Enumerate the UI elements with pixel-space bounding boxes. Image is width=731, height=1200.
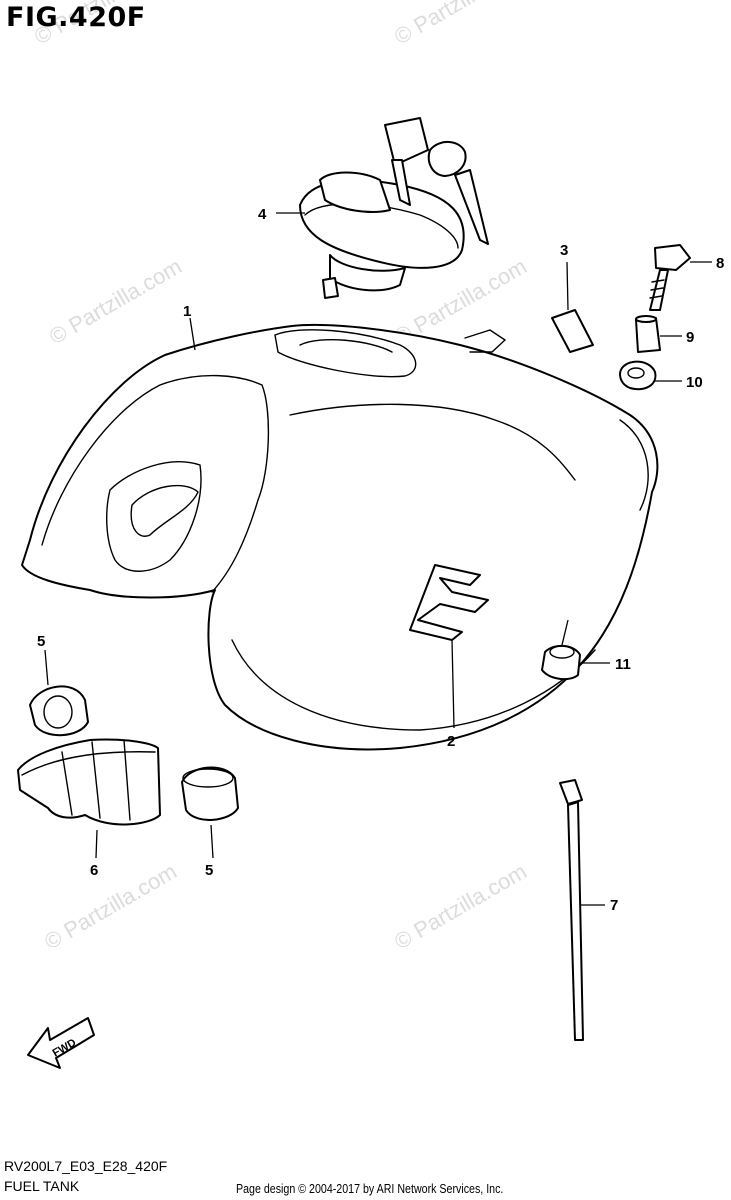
callout-9: 9 — [686, 329, 694, 346]
callout-1: 1 — [183, 303, 191, 320]
figure-title: FIG.420F — [6, 2, 146, 33]
fuel-cap-part[interactable] — [299, 117, 489, 299]
watermark: © Partzilla.com — [390, 859, 531, 955]
callout-8: 8 — [716, 255, 724, 272]
callout-7: 7 — [610, 897, 618, 914]
leader-lines — [44, 212, 712, 906]
plate-part[interactable] — [551, 309, 594, 353]
callout-3: 3 — [560, 242, 568, 259]
callout-6: 6 — [90, 862, 98, 879]
cushion-part-5-lower[interactable] — [181, 766, 239, 821]
callouts: 1 2 3 4 5 5 6 7 8 9 10 11 — [37, 206, 724, 914]
watermark: © Partzilla.com — [45, 254, 186, 350]
diagram-name: FUEL TANK — [4, 1178, 80, 1194]
cushion-part-5-upper[interactable] — [29, 685, 89, 737]
grommet-part[interactable] — [619, 360, 657, 391]
callout-11: 11 — [615, 656, 631, 673]
watermark: © Partzilla.com — [390, 0, 531, 49]
callout-10: 10 — [686, 374, 703, 391]
fwd-arrow-icon: FWD — [27, 1017, 95, 1069]
callout-4: 4 — [258, 206, 267, 223]
callout-5-lower: 5 — [205, 862, 213, 879]
cushion-part[interactable] — [541, 644, 581, 681]
callout-5-upper: 5 — [37, 633, 45, 650]
copyright-text: Page design © 2004-2017 by ARI Network S… — [236, 1181, 504, 1196]
cable-tie-part[interactable] — [559, 779, 584, 1041]
bolt-part[interactable] — [649, 244, 691, 311]
fuel-tank-part[interactable] — [21, 324, 659, 751]
diagram-code: RV200L7_E03_E28_420F — [4, 1158, 168, 1174]
callout-2: 2 — [447, 733, 455, 750]
collar-part[interactable] — [635, 315, 661, 353]
rubber-cushion-part[interactable] — [17, 738, 161, 826]
watermark: © Partzilla.com — [40, 859, 181, 955]
